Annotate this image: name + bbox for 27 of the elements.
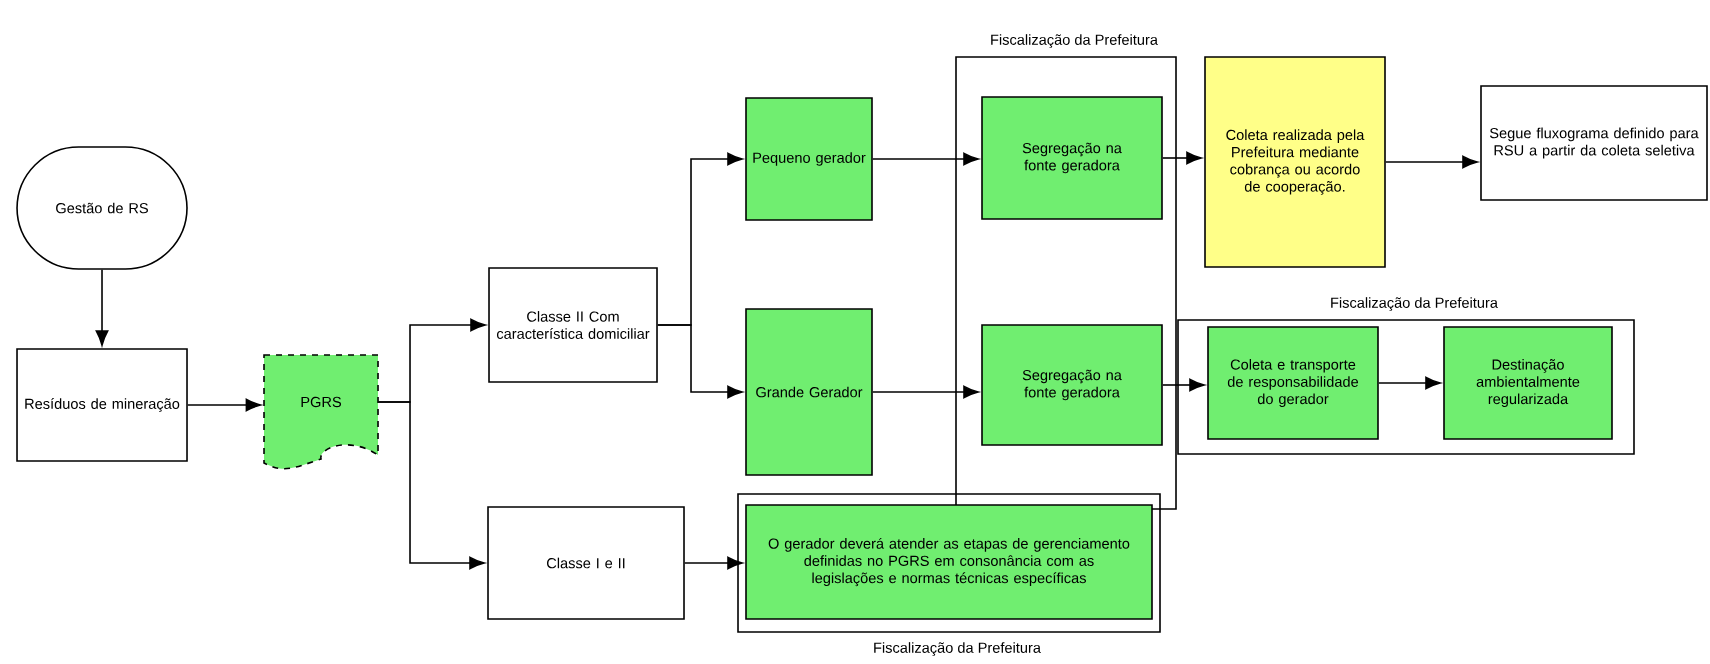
arrow <box>1385 155 1478 169</box>
arrow <box>1378 376 1441 390</box>
process-box: Coleta e transporte de responsabilidade do gerador <box>1207 326 1379 440</box>
frame-heading: Fiscalização da Prefeitura <box>874 642 1041 656</box>
arrow <box>684 556 743 570</box>
frame-heading: Fiscalização da Prefeitura <box>991 34 1158 48</box>
arrow <box>872 152 979 166</box>
process-box: Classe I e II <box>487 506 685 620</box>
process-box: Segregação na fonte geradora <box>981 96 1163 220</box>
arrow <box>1162 151 1202 165</box>
start-terminal: Gestão de RS <box>16 146 188 270</box>
process-box: Segregação na fonte geradora <box>981 324 1163 446</box>
arrow <box>377 401 485 570</box>
arrow <box>657 324 743 399</box>
arrow <box>872 385 979 399</box>
arrow <box>187 398 262 412</box>
process-box: Coleta realizada pela Prefeitura mediante cobrança ou acordo de cooperação. <box>1204 56 1386 268</box>
process-box: Destinação ambientalmente regularizada <box>1443 326 1613 440</box>
process-box: Resíduos de mineração <box>16 348 188 462</box>
frame-heading: Fiscalização da Prefeitura <box>1331 297 1498 311</box>
arrow <box>1162 378 1205 392</box>
process-box: Pequeno gerador <box>745 97 873 221</box>
process-box: Grande Gerador <box>745 308 873 476</box>
process-box: Segue fluxograma definido para RSU a partir da coleta seletiva <box>1480 85 1708 201</box>
arrow <box>95 269 109 346</box>
process-box: O gerador deverá atender as etapas de gerenciamento definidas no PGRS em consonância com as legislações e normas técnicas específicas <box>745 504 1153 620</box>
process-box: Classe II Com característica domiciliar <box>488 267 658 383</box>
